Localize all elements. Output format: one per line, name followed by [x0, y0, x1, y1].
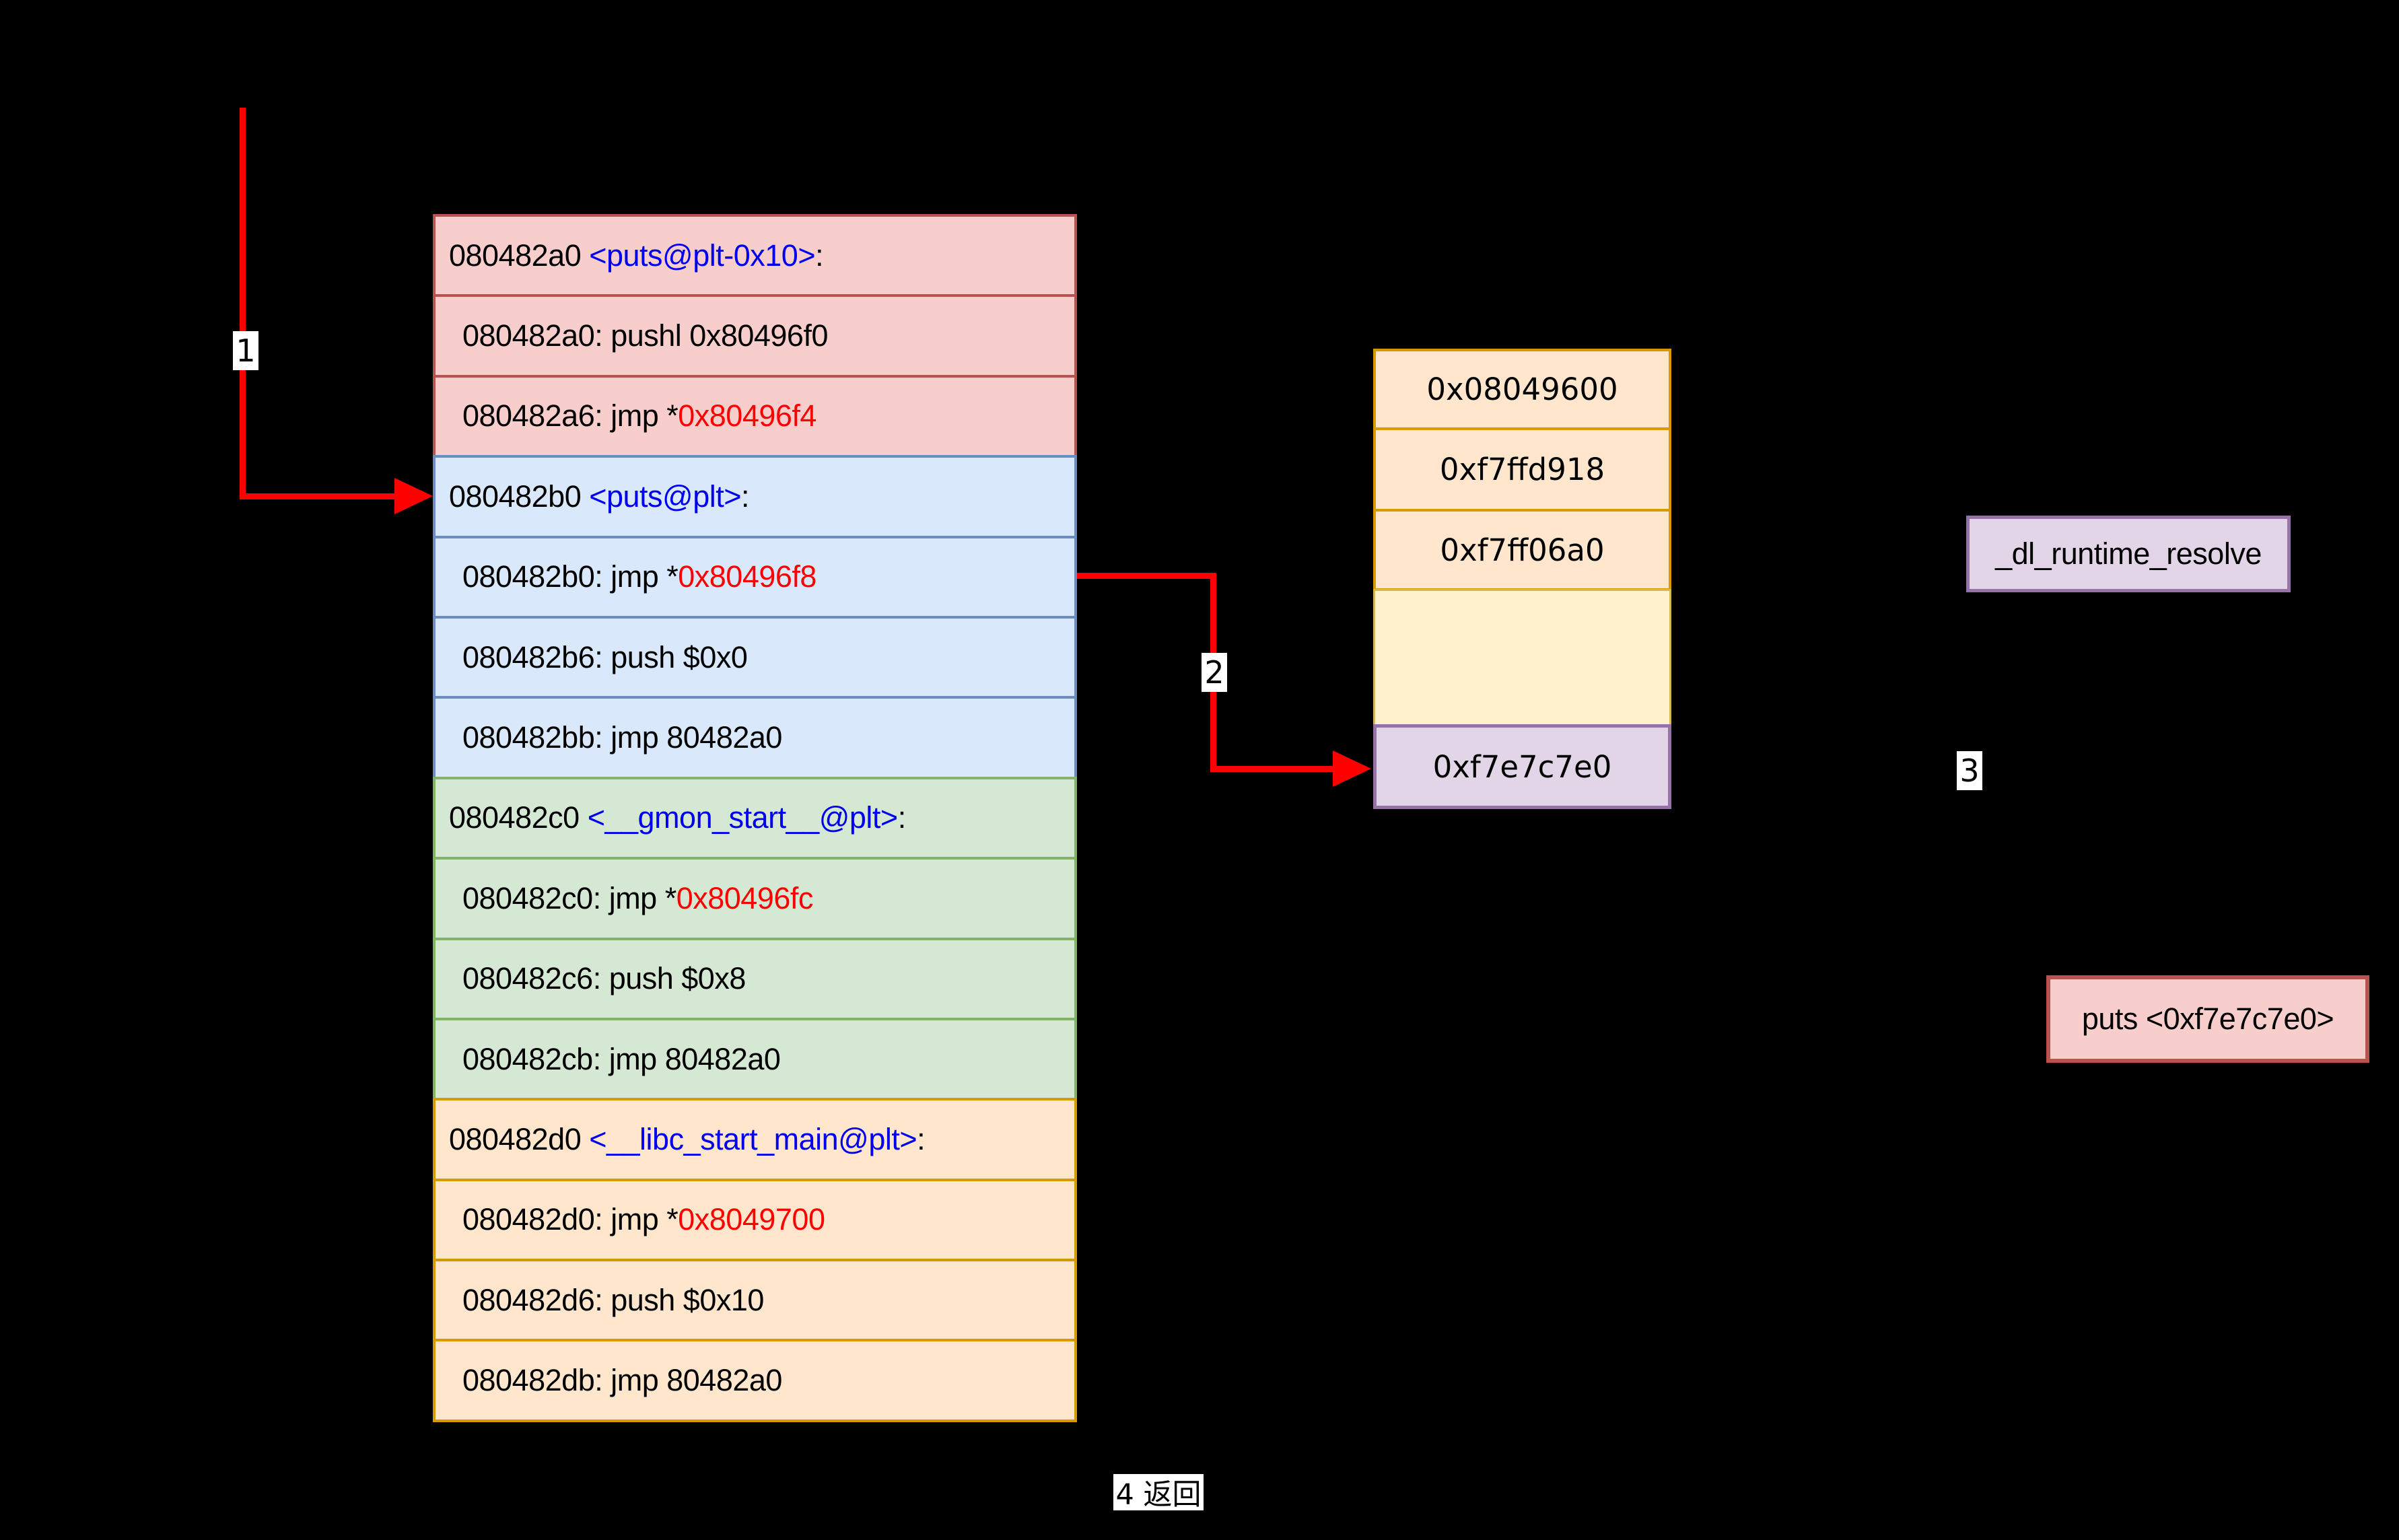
plt-row: 080482a0 <puts@plt-0x10>:: [433, 214, 1077, 298]
code-segment: 0x80496f8: [678, 559, 816, 594]
got-row: [1373, 589, 1671, 727]
puts-resolved-box: puts <0xf7e7c7e0>: [2046, 975, 2369, 1063]
arrow-step1-vertical-line: [240, 108, 246, 499]
step-4-return-label: 4 返回: [1113, 1474, 1204, 1512]
got-row: 0x08049600: [1373, 349, 1671, 430]
plt-row: 080482d0: jmp *0x8049700: [433, 1178, 1077, 1262]
code-segment: :: [897, 800, 907, 835]
code-segment: 080482d6: push $0x10: [462, 1282, 764, 1317]
dl-runtime-resolve-box: _dl_runtime_resolve: [1966, 516, 2291, 592]
plt-row: 080482cb: jmp 80482a0: [433, 1017, 1077, 1101]
plt-row: 080482b0 <puts@plt>:: [433, 455, 1077, 538]
plt-row: 080482d0 <__libc_start_main@plt>:: [433, 1098, 1077, 1181]
plt-row: 080482a6: jmp *0x80496f4: [433, 374, 1077, 458]
code-segment: <__gmon_start__@plt>: [587, 800, 898, 835]
got-row: 0xf7ff06a0: [1373, 509, 1671, 591]
plt-row: 080482c0: jmp *0x80496fc: [433, 857, 1077, 940]
code-segment: 0x8049700: [678, 1202, 825, 1237]
plt-table: 080482a0 <puts@plt-0x10>: 080482a0: pushl…: [433, 214, 1077, 1422]
arrow-step2-horizontal-line-2: [1210, 766, 1334, 772]
step-2-label: 2: [1202, 653, 1227, 692]
code-segment: <__libc_start_main@plt>: [589, 1121, 917, 1156]
code-segment: 080482c6: push $0x8: [462, 961, 746, 996]
code-segment: <puts@plt-0x10>: [589, 238, 816, 273]
plt-row: 080482c0 <__gmon_start__@plt>:: [433, 776, 1077, 860]
step-1-label: 1: [233, 331, 258, 370]
got-row: 0xf7e7c7e0: [1373, 724, 1671, 809]
arrow-step1-horizontal-line: [240, 493, 396, 499]
code-segment: 080482a0: [449, 238, 590, 273]
dl-runtime-resolve-label: _dl_runtime_resolve: [1995, 536, 2262, 571]
plt-row: 080482bb: jmp 80482a0: [433, 696, 1077, 779]
plt-row: 080482b6: push $0x0: [433, 615, 1077, 699]
code-segment: 080482d0: jmp *: [462, 1202, 679, 1237]
plt-row: 080482d6: push $0x10: [433, 1259, 1077, 1342]
code-segment: 080482a0: pushl 0x80496f0: [462, 318, 829, 353]
code-segment: 080482cb: jmp 80482a0: [462, 1041, 781, 1076]
arrow-step2-horizontal-line-1: [1077, 573, 1216, 579]
plt-row: 080482c6: push $0x8: [433, 937, 1077, 1020]
code-segment: :: [741, 479, 750, 514]
code-segment: 080482b0: jmp *: [462, 559, 679, 594]
arrow-step1-arrowhead-icon: [394, 478, 433, 514]
code-segment: 0x80496fc: [676, 880, 814, 915]
puts-resolved-label: puts <0xf7e7c7e0>: [2081, 1002, 2334, 1036]
plt-row: 080482a0: pushl 0x80496f0: [433, 294, 1077, 378]
got-row: 0xf7ffd918: [1373, 427, 1671, 512]
code-segment: 080482a6: jmp *: [462, 398, 679, 433]
code-segment: 080482d0: [449, 1121, 590, 1156]
step-3-label: 3: [1957, 751, 1982, 790]
code-segment: 0x80496f4: [678, 398, 816, 433]
code-segment: 080482db: jmp 80482a0: [462, 1363, 782, 1398]
code-segment: :: [815, 238, 824, 273]
code-segment: :: [917, 1121, 926, 1156]
arrow-step2-arrowhead-icon: [1333, 750, 1371, 787]
code-segment: 080482b6: push $0x0: [462, 639, 748, 674]
code-segment: 080482bb: jmp 80482a0: [462, 720, 782, 755]
plt-row: 080482b0: jmp *0x80496f8: [433, 535, 1077, 619]
code-segment: 080482c0: jmp *: [462, 880, 676, 915]
plt-row: 080482db: jmp 80482a0: [433, 1339, 1077, 1422]
code-segment: 080482b0: [449, 479, 590, 514]
code-segment: <puts@plt>: [589, 479, 742, 514]
code-segment: 080482c0: [449, 800, 588, 835]
